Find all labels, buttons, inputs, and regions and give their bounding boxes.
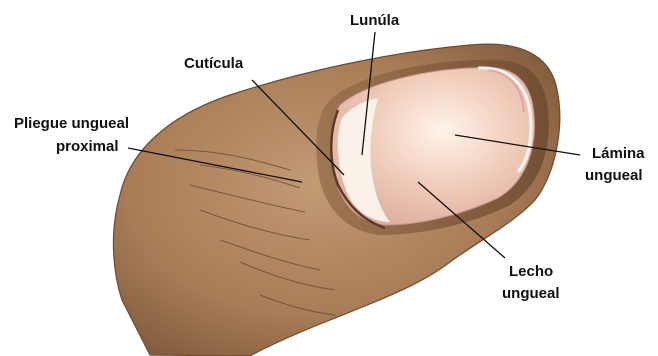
label-cuticula: Cutícula [184, 55, 244, 72]
label-pliegue-line1: Pliegue ungueal [14, 115, 129, 132]
label-lunula: Lunúla [350, 12, 400, 29]
label-lecho-line2: ungueal [502, 285, 560, 302]
label-pliegue-line2: proximal [56, 138, 119, 155]
label-lamina-line2: ungueal [585, 167, 643, 184]
label-lamina-line1: Lámina [592, 145, 645, 162]
label-lecho-line1: Lecho [509, 263, 553, 280]
